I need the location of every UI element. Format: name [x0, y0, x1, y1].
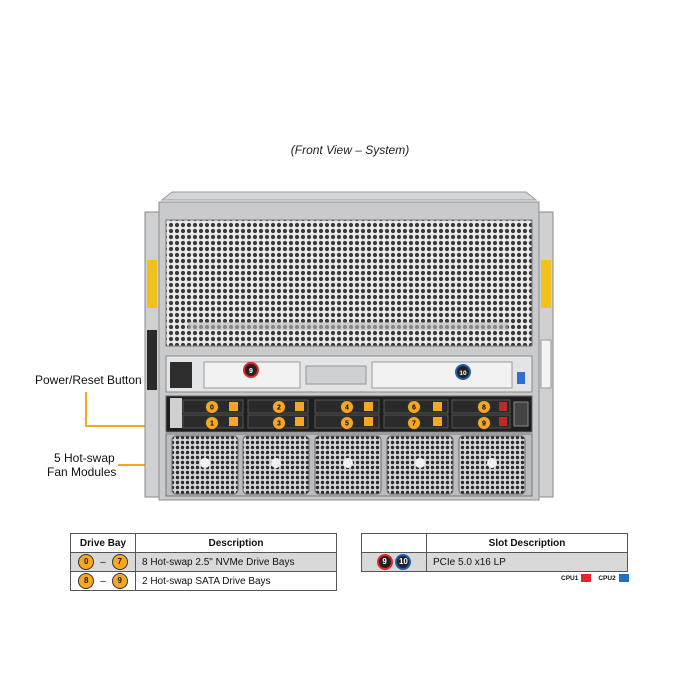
svg-text:4: 4 [345, 405, 349, 412]
svg-text:1: 1 [210, 421, 214, 428]
slot-badge-9: 9 [243, 362, 259, 378]
cpu2-swatch [618, 574, 629, 582]
brand-label [540, 339, 552, 389]
svg-text:7: 7 [412, 421, 416, 428]
pcie-slot-10 [371, 361, 513, 389]
slot-badge-10: 10 [455, 364, 471, 380]
svg-text:9: 9 [482, 421, 486, 428]
left-handle-dark [147, 330, 157, 390]
svg-text:9: 9 [249, 368, 253, 375]
fans-callout-line1: 5 Hot-swap [54, 451, 115, 465]
svg-text:10: 10 [459, 370, 467, 377]
drive-bay-range: 0–7 [70, 552, 136, 572]
fan-hubs [200, 458, 497, 468]
left-warning-label [147, 260, 157, 308]
drive-latches [229, 402, 442, 426]
slot-description-header: Slot Description [426, 533, 628, 553]
drive-badge: 9 [111, 573, 128, 589]
table-row: 9 10 PCIe 5.0 x16 LP [361, 552, 628, 572]
sata-latches [499, 402, 507, 426]
svg-text:2: 2 [277, 405, 281, 412]
drive-bay-header: Drive Bay [70, 533, 136, 553]
cpu1-swatch [581, 574, 592, 582]
slot-header-blank [361, 533, 427, 553]
drive-description: 2 Hot-swap SATA Drive Bays [135, 571, 337, 591]
drive-bay-range: 8–9 [70, 571, 136, 591]
drive-description-header: Description [135, 533, 337, 553]
svg-text:6: 6 [412, 405, 416, 412]
cpu-color-key: CPU1 CPU2 [561, 574, 629, 582]
svg-text:0: 0 [210, 405, 214, 412]
svg-text:8: 8 [482, 405, 486, 412]
slot-badge: 10 [395, 554, 412, 570]
drive-badge: 8 [78, 573, 95, 589]
fans-callout-line2: Fan Modules [47, 465, 117, 479]
figure-caption: (Front View – System) [290, 143, 410, 157]
cpu1-label: CPU1 [561, 574, 579, 582]
slot-badge: 9 [376, 554, 393, 570]
slot-table: Slot Description 9 10 PCIe 5.0 x16 LP [361, 533, 628, 572]
drive-badges: 0 1 2 3 4 5 6 7 8 9 [205, 400, 491, 430]
cpu2-label: CPU2 [598, 574, 616, 582]
slot-description: PCIe 5.0 x16 LP [426, 552, 628, 572]
power-reset-callout-label: Power/Reset Button [35, 373, 142, 387]
drive-description: 8 Hot-swap 2.5" NVMe Drive Bays [135, 552, 337, 572]
chassis-top [160, 191, 538, 201]
table-row: 0–7 8 Hot-swap 2.5" NVMe Drive Bays [70, 552, 337, 572]
power-reset-buttons [170, 362, 192, 388]
drive-badge: 0 [78, 554, 95, 570]
right-warning-label [541, 260, 551, 308]
drive-badge: 7 [111, 554, 128, 570]
slot-badges: 9 10 [361, 552, 427, 572]
drive-bay-table: Drive Bay Description 0–7 8 Hot-swap 2.5… [70, 533, 337, 591]
table-row: 8–9 2 Hot-swap SATA Drive Bays [70, 571, 337, 591]
svg-text:3: 3 [277, 421, 281, 428]
svg-text:5: 5 [345, 421, 349, 428]
